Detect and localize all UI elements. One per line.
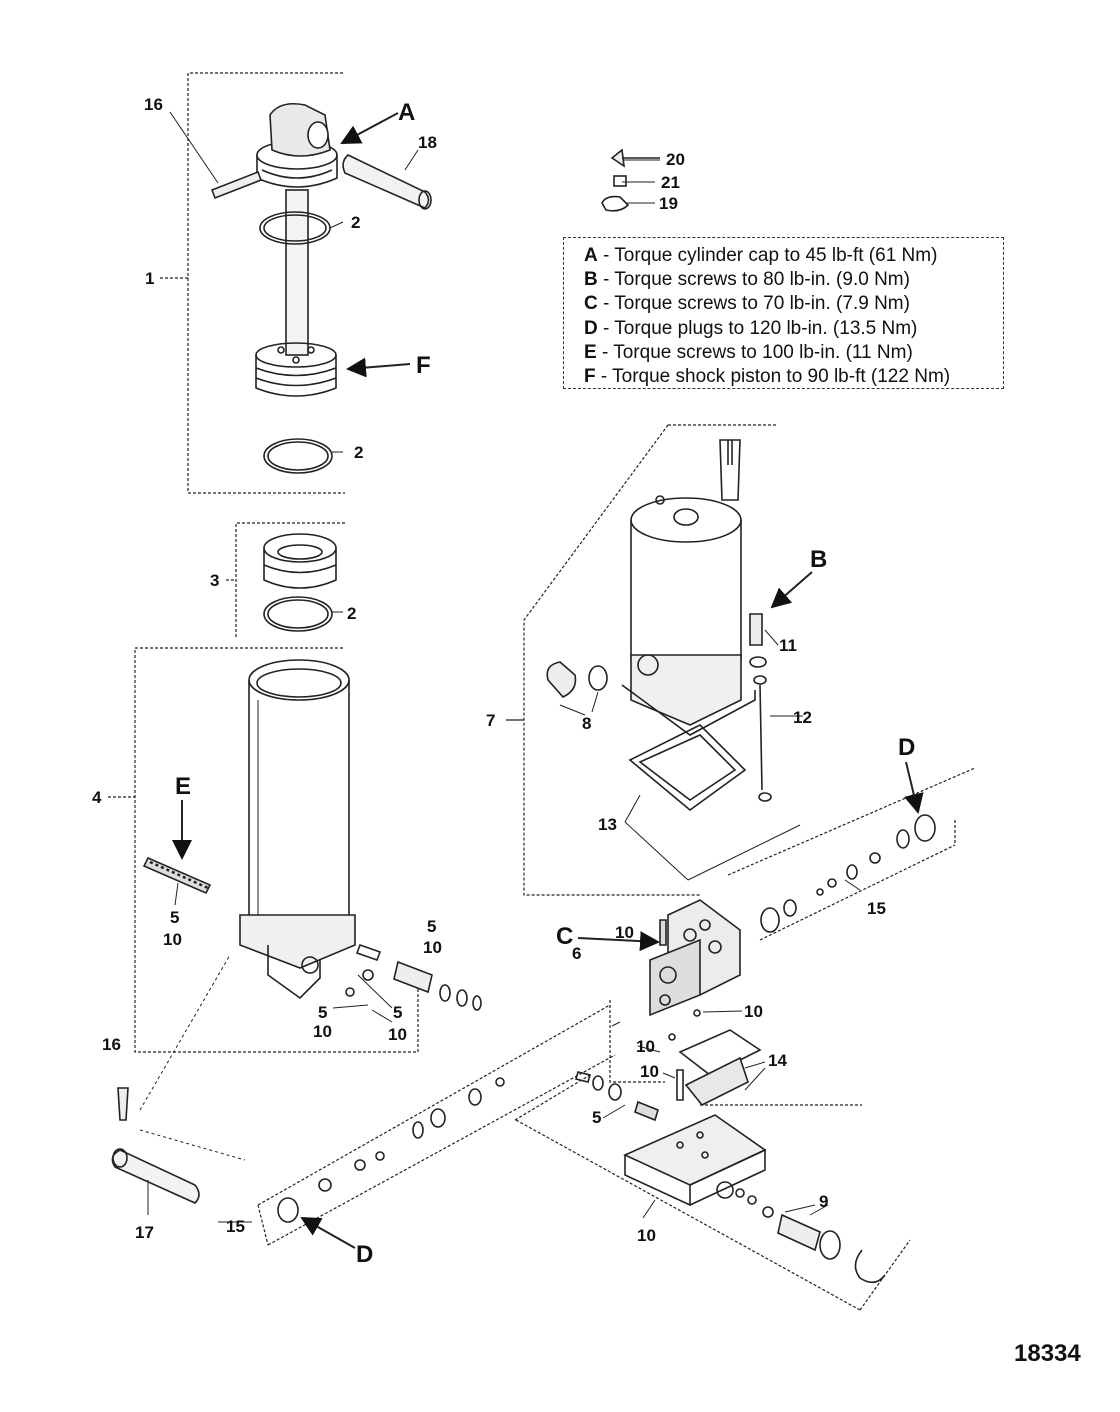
manifold-block — [623, 1114, 767, 1207]
callout-20: 20 — [666, 150, 685, 169]
callout-3: 3 — [210, 571, 219, 590]
callout-1: 1 — [145, 269, 154, 288]
callout-2: 2 — [351, 213, 360, 232]
o-ring — [263, 596, 333, 632]
callout-5: 5 — [393, 1003, 402, 1022]
callout-f: F — [416, 352, 431, 379]
callout-10: 10 — [744, 1002, 763, 1021]
callout-10: 10 — [640, 1062, 659, 1081]
callout-10: 10 — [388, 1025, 407, 1044]
legend-row: B - Torque screws to 80 lb-in. (9.0 Nm) — [584, 269, 910, 291]
clip — [613, 175, 627, 187]
callout-16: 16 — [102, 1035, 121, 1054]
callout-10: 10 — [636, 1037, 655, 1056]
pump-body — [649, 899, 741, 1017]
gasket — [628, 724, 747, 812]
callout-10: 10 — [423, 938, 442, 957]
callout-7: 7 — [486, 711, 495, 730]
torque-specifications-legend: A - Torque cylinder cap to 45 lb-ft (61 … — [563, 237, 1004, 389]
torque-arrow-f — [346, 357, 411, 378]
legend-row: F - Torque shock piston to 90 lb-ft (122… — [584, 366, 951, 388]
cylinder-rod-assembly — [255, 102, 338, 397]
fill-plug — [546, 661, 577, 698]
callout-12: 12 — [793, 708, 812, 727]
clamp — [601, 195, 630, 212]
screw — [142, 856, 212, 895]
cylinder-housing — [239, 659, 356, 1000]
callout-10: 10 — [615, 923, 634, 942]
figure-number: 18334 — [1014, 1340, 1081, 1367]
torque-arrow-c — [577, 931, 660, 952]
callout-10: 10 — [163, 930, 182, 949]
group-3-bracket — [235, 522, 345, 638]
callout-10: 10 — [313, 1022, 332, 1041]
manifold-cover — [668, 1029, 762, 1107]
torque-arrow-d-right — [904, 761, 924, 814]
callout-2: 2 — [347, 604, 356, 623]
screw — [117, 1087, 129, 1121]
legend-row: E - Torque screws to 100 lb-in. (11 Nm) — [584, 341, 913, 363]
screw — [210, 170, 263, 200]
callout-15: 15 — [226, 1217, 245, 1236]
group-7-outline — [523, 424, 777, 896]
callout-19: 19 — [659, 194, 678, 213]
callout-11: 11 — [779, 636, 797, 655]
callout-5: 5 — [427, 917, 436, 936]
callout-17: 17 — [135, 1223, 154, 1242]
screw — [749, 613, 763, 646]
pivot-pin — [111, 1149, 200, 1204]
legend-row: C - Torque screws to 70 lb-in. (7.9 Nm) — [584, 293, 910, 315]
legend-row: D - Torque plugs to 120 lb-in. (13.5 Nm) — [584, 317, 918, 339]
callout-c: C — [556, 923, 573, 950]
pivot-pin — [342, 154, 430, 209]
callout-14: 14 — [768, 1051, 787, 1070]
callout-13: 13 — [598, 815, 617, 834]
valve-parts — [345, 943, 482, 1011]
group-1-bracket — [187, 72, 345, 494]
callout-2: 2 — [354, 443, 363, 462]
valve-train-right — [760, 814, 936, 933]
torque-arrow-b — [770, 571, 813, 609]
callout-15: 15 — [867, 899, 886, 918]
callout-e: E — [175, 773, 191, 800]
callout-a: A — [398, 99, 415, 126]
callout-21: 21 — [661, 173, 680, 192]
callout-5: 5 — [170, 908, 179, 927]
callout-18: 18 — [418, 133, 437, 152]
pump-motor — [621, 439, 756, 736]
screw — [610, 148, 660, 168]
callout-4: 4 — [92, 788, 102, 807]
valve-train-left — [277, 1077, 505, 1223]
callout-d: D — [356, 1241, 373, 1268]
valve-parts — [575, 1071, 886, 1284]
callout-5: 5 — [592, 1108, 601, 1127]
callout-16: 16 — [144, 95, 163, 114]
torque-arrow-d-left — [300, 1217, 356, 1249]
callout-6: 6 — [572, 944, 581, 963]
group-15-left-outline — [257, 1004, 616, 1246]
group-15-right-outline — [727, 767, 976, 941]
group-4-bracket — [134, 647, 419, 1053]
callout-b: B — [810, 546, 827, 573]
callout-8: 8 — [582, 714, 591, 733]
callout-d: D — [898, 734, 915, 761]
group-10-outline — [514, 1074, 911, 1311]
callout-10: 10 — [637, 1226, 656, 1245]
memory-piston — [263, 533, 337, 589]
torque-arrow-a — [340, 112, 399, 144]
callout-5: 5 — [318, 1003, 327, 1022]
o-ring — [263, 438, 333, 474]
callout-9: 9 — [819, 1192, 828, 1211]
group-14-outline — [609, 1000, 862, 1106]
legend-row: A - Torque cylinder cap to 45 lb-ft (61 … — [584, 245, 938, 266]
